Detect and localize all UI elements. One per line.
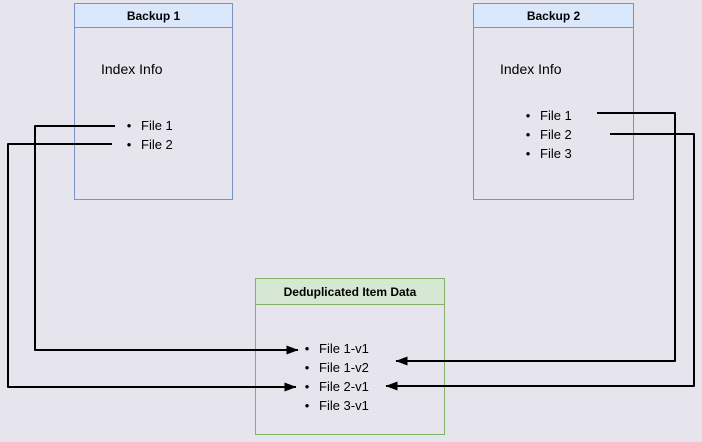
dedup-title: Deduplicated Item Data xyxy=(283,284,417,299)
file-label: File 1-v1 xyxy=(319,341,369,356)
backup2-box[interactable]: Backup 2 Index Info • File 1 • File 2 • … xyxy=(473,3,634,200)
backup2-index-info-label: Index Info xyxy=(500,61,562,77)
file-label: File 3-v1 xyxy=(319,398,369,413)
backup2-file-1-item: • File 1 xyxy=(522,106,572,125)
file-label: File 2 xyxy=(540,127,572,142)
bullet-icon: • xyxy=(304,379,310,394)
backup1-header: Backup 1 xyxy=(75,4,232,28)
bullet-icon: • xyxy=(525,127,531,142)
file-label: File 3 xyxy=(540,146,572,161)
dedup-file-1-v1-item: • File 1-v1 xyxy=(301,339,369,358)
dedup-file-3-v1-item: • File 3-v1 xyxy=(301,396,369,415)
backup2-file-3-item: • File 3 xyxy=(522,144,572,163)
backup1-file-2-item: • File 2 xyxy=(123,135,173,154)
bullet-icon: • xyxy=(304,398,310,413)
bullet-icon: • xyxy=(126,137,132,152)
bullet-icon: • xyxy=(126,118,132,133)
backup1-file-1-item: • File 1 xyxy=(123,116,173,135)
bullet-icon: • xyxy=(525,146,531,161)
dedup-file-1-v2-item: • File 1-v2 xyxy=(301,358,369,377)
dedup-header: Deduplicated Item Data xyxy=(256,279,444,305)
backup2-title: Backup 2 xyxy=(526,8,581,23)
file-label: File 2-v1 xyxy=(319,379,369,394)
deduplicated-item-data-box[interactable]: Deduplicated Item Data • File 1-v1 • Fil… xyxy=(255,278,445,435)
backup1-file-list: • File 1 • File 2 xyxy=(123,116,173,154)
backup2-header: Backup 2 xyxy=(474,4,633,28)
bullet-icon: • xyxy=(304,360,310,375)
backup2-file-list: • File 1 • File 2 • File 3 xyxy=(522,106,572,163)
file-label: File 1 xyxy=(540,108,572,123)
backup2-file-2-item: • File 2 xyxy=(522,125,572,144)
dedup-file-list: • File 1-v1 • File 1-v2 • File 2-v1 • Fi… xyxy=(301,339,369,415)
file-label: File 1 xyxy=(141,118,173,133)
dedup-file-2-v1-item: • File 2-v1 xyxy=(301,377,369,396)
backup1-box[interactable]: Backup 1 Index Info • File 1 • File 2 xyxy=(74,3,233,200)
bullet-icon: • xyxy=(525,108,531,123)
file-label: File 2 xyxy=(141,137,173,152)
backup1-title: Backup 1 xyxy=(126,8,181,23)
file-label: File 1-v2 xyxy=(319,360,369,375)
backup1-index-info-label: Index Info xyxy=(101,61,163,77)
bullet-icon: • xyxy=(304,341,310,356)
